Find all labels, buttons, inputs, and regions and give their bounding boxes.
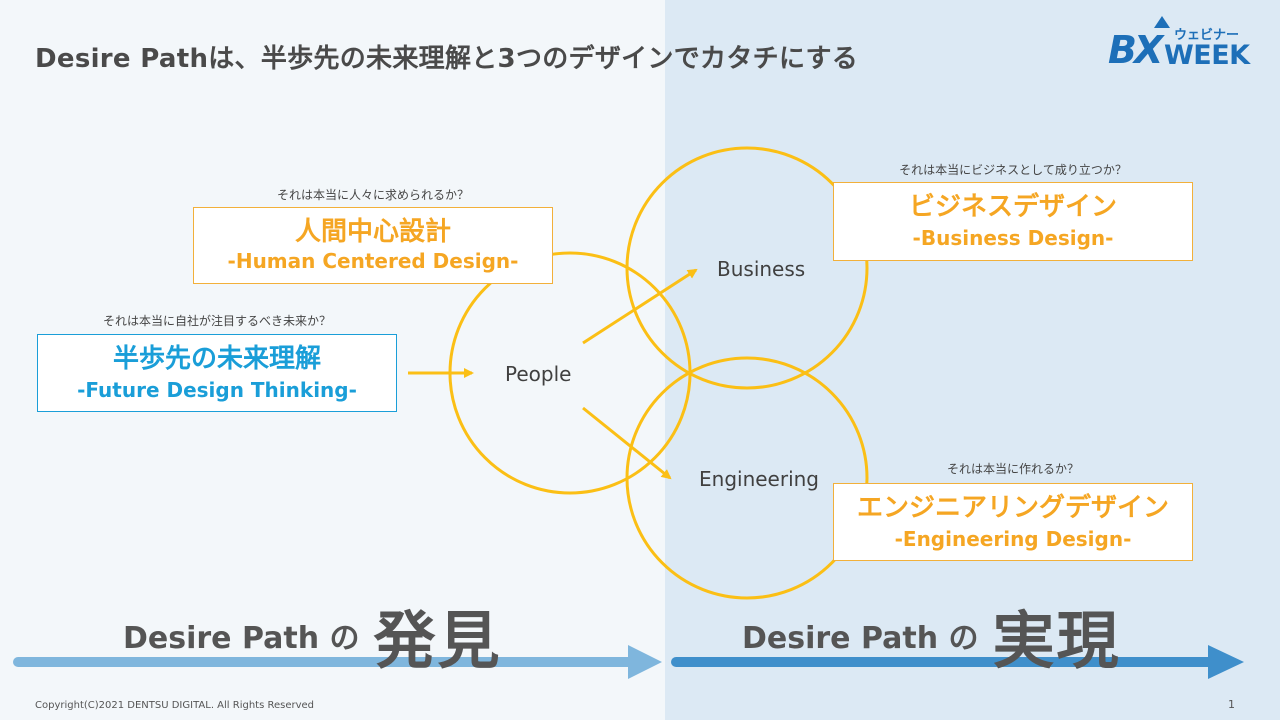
future-design-thinking-box: 半歩先の未来理解 -Future Design Thinking- <box>37 334 397 412</box>
human-design-subtitle: -Human Centered Design- <box>227 249 519 273</box>
people-label: People <box>505 362 572 386</box>
future-design-caption: それは本当に自社が注目するべき未来か？ <box>102 314 331 328</box>
future-design-subtitle: -Future Design Thinking- <box>77 378 357 402</box>
page-title: Desire Pathは、半歩先の未来理解と3つのデザインでカタチにする <box>35 44 859 74</box>
engineering-design-box: エンジニアリングデザイン -Engineering Design- <box>833 483 1193 561</box>
engineering-label: Engineering <box>699 467 819 491</box>
business-design-caption: それは本当にビジネスとして成り立つか？ <box>899 163 1127 177</box>
business-design-title: ビジネスデザイン <box>908 192 1117 222</box>
logo-bx-text: BX <box>1108 28 1163 72</box>
realization-small-text: Desire Path の <box>742 621 979 656</box>
engineering-circle <box>625 356 869 600</box>
people-to-business-arrow <box>582 268 698 345</box>
discovery-big-text: 発見 <box>373 604 502 677</box>
realization-big-text: 実現 <box>992 604 1121 677</box>
future-design-title: 半歩先の未来理解 <box>112 344 321 374</box>
realization-arrow-head <box>1208 645 1244 679</box>
logo-triangle-icon <box>1154 16 1170 28</box>
human-design-title: 人間中心設計 <box>294 217 451 247</box>
engineering-design-title: エンジニアリングデザイン <box>856 493 1169 523</box>
logo-week-text: WEEK <box>1164 40 1250 71</box>
business-circle <box>625 146 869 390</box>
business-label: Business <box>717 257 806 281</box>
people-to-engineering-arrow <box>582 406 672 480</box>
discovery-small-text: Desire Path の <box>123 621 360 656</box>
human-centered-design-box: 人間中心設計 -Human Centered Design- <box>193 207 553 284</box>
human-design-caption: それは本当に人々に求められるか？ <box>276 188 469 202</box>
discovery-arrow-head <box>628 645 662 679</box>
page-number: 1 <box>1228 698 1235 711</box>
copyright-text: Copyright(C)2021 DENTSU DIGITAL. All Rig… <box>35 700 315 711</box>
logo-sub-text: ウェビナー <box>1174 28 1240 43</box>
business-design-subtitle: -Business Design- <box>912 226 1114 250</box>
realization-label: Desire Path の実現 <box>742 590 1121 680</box>
bx-webinar-week-logo: BX ウェビナー WEEK <box>1108 16 1260 74</box>
engineering-design-subtitle: -Engineering Design- <box>894 527 1132 551</box>
engineering-design-caption: それは本当に作れるか？ <box>946 462 1079 476</box>
business-design-box: ビジネスデザイン -Business Design- <box>833 182 1193 261</box>
discovery-label: Desire Path の発見 <box>123 590 502 680</box>
